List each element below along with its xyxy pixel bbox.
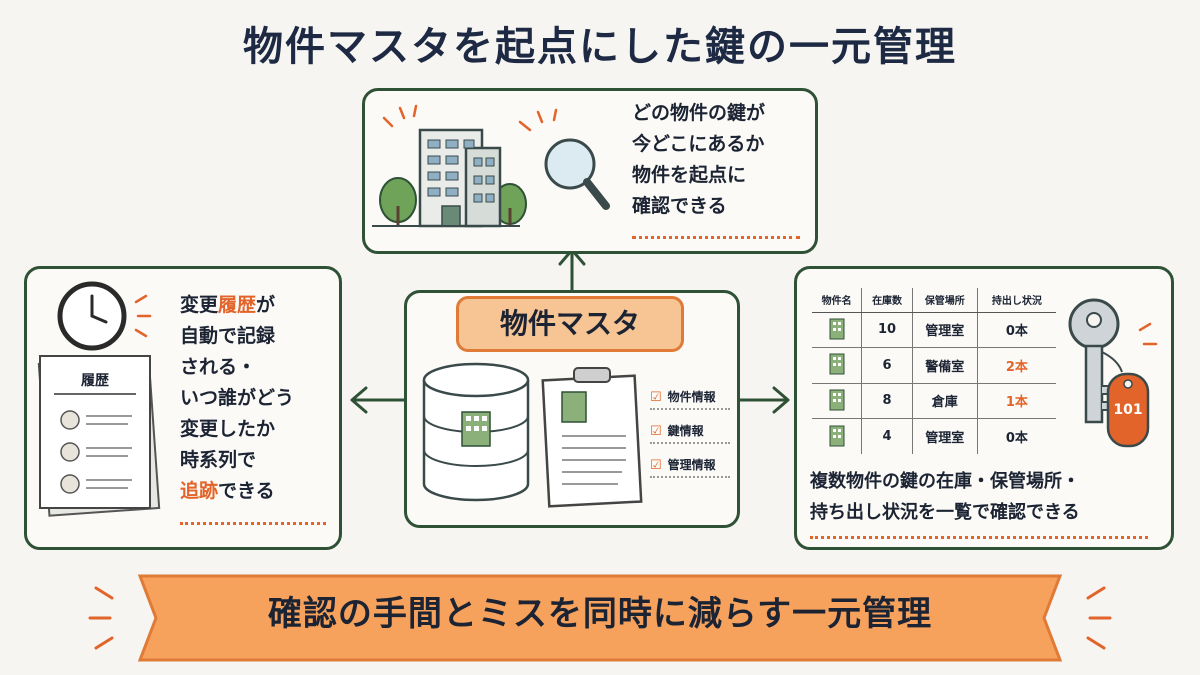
left-line-3: される・ bbox=[180, 356, 257, 378]
checkout-cell: 0本 bbox=[1005, 431, 1028, 446]
header-stock: 在庫数 bbox=[861, 288, 913, 313]
checkbox-icon: ☑ bbox=[650, 424, 662, 439]
arrow-left bbox=[350, 386, 410, 414]
header-location: 保管場所 bbox=[912, 288, 978, 313]
tree-icon bbox=[379, 177, 527, 226]
table-row: 8 倉庫 1本 bbox=[812, 383, 1056, 419]
left-line-1: 変更履歴が bbox=[180, 294, 276, 316]
left-underline bbox=[180, 522, 326, 525]
location-cell: 管理室 bbox=[912, 312, 978, 348]
building-icon bbox=[812, 418, 863, 454]
stock-cell: 4 bbox=[861, 418, 913, 454]
left-line-4: いつ誰がどう bbox=[180, 387, 295, 409]
check-line bbox=[650, 442, 730, 444]
checkbox-icon: ☑ bbox=[650, 458, 662, 473]
header-property: 物件名 bbox=[812, 288, 863, 313]
stock-cell: 8 bbox=[861, 383, 913, 419]
left-line-2: 自動で記録 bbox=[180, 325, 276, 347]
table-row: 6 警備室 2本 bbox=[812, 347, 1056, 384]
inventory-table: 物件名 在庫数 保管場所 持出し状況 10 管理室 0本 6 警備室 2本 8 … bbox=[812, 288, 1056, 454]
document-icon bbox=[37, 355, 161, 517]
master-title: 物件マスタ bbox=[456, 296, 684, 352]
location-cell: 管理室 bbox=[912, 418, 978, 454]
checkout-cell: 1本 bbox=[977, 383, 1056, 419]
left-line-5: 変更したか bbox=[180, 418, 276, 440]
location-cell: 警備室 bbox=[912, 347, 978, 384]
banner-text: 確認の手間とミスを同時に減らす一元管理 bbox=[267, 594, 933, 634]
check-key-info: ☑鍵情報 bbox=[650, 424, 704, 439]
top-line-2: 今どこにあるか bbox=[632, 133, 765, 155]
key-tag-label: 101 bbox=[1113, 402, 1143, 418]
database-icon bbox=[422, 362, 530, 502]
building-icon bbox=[812, 312, 863, 348]
building-icon bbox=[418, 128, 502, 228]
key-illustration bbox=[1068, 298, 1158, 448]
stock-cell: 10 bbox=[861, 312, 913, 348]
magnifier-icon bbox=[544, 138, 610, 210]
table-row: 4 管理室 0本 bbox=[812, 418, 1056, 454]
table-header-row: 物件名 在庫数 保管場所 持出し状況 bbox=[812, 288, 1056, 313]
document-title: 履歴 bbox=[81, 373, 109, 389]
checkout-cell: 0本 bbox=[977, 312, 1056, 348]
check-line bbox=[650, 408, 730, 410]
arrow-up bbox=[558, 248, 586, 296]
top-line-4: 確認できる bbox=[632, 195, 727, 217]
page-title: 物件マスタを起点にした鍵の一元管理 bbox=[243, 24, 957, 70]
history-illustration bbox=[37, 281, 161, 517]
top-underline bbox=[632, 236, 800, 239]
clipboard-icon bbox=[541, 367, 643, 508]
table-row: 10 管理室 0本 bbox=[812, 312, 1056, 348]
database-clipboard-illustration bbox=[422, 362, 643, 508]
stock-cell: 6 bbox=[861, 347, 913, 384]
check-property-info: ☑物件情報 bbox=[650, 390, 716, 405]
key-tag-icon bbox=[1106, 372, 1150, 448]
checkbox-icon: ☑ bbox=[650, 390, 662, 405]
key-icon bbox=[1068, 298, 1120, 424]
right-caption-2: 持ち出し状況を一覧で確認できる bbox=[810, 502, 1080, 523]
building-icon bbox=[812, 347, 863, 384]
building-icon bbox=[812, 383, 863, 419]
building-search-illustration bbox=[372, 104, 610, 228]
top-line-3: 物件を起点に bbox=[632, 164, 747, 186]
top-line-1: どの物件の鍵が bbox=[632, 102, 766, 124]
header-checkout: 持出し状況 bbox=[977, 288, 1056, 313]
left-line-6: 時系列で bbox=[180, 449, 257, 471]
arrow-right bbox=[738, 386, 790, 414]
left-line-7: 追跡できる bbox=[180, 480, 275, 502]
clock-icon bbox=[57, 281, 127, 351]
right-caption-1: 複数物件の鍵の在庫・保管場所・ bbox=[810, 471, 1080, 492]
check-line bbox=[650, 476, 730, 478]
location-cell: 倉庫 bbox=[912, 383, 978, 419]
checkout-cell: 2本 bbox=[977, 347, 1056, 384]
bottom-banner bbox=[88, 574, 1112, 662]
check-management-info: ☑管理情報 bbox=[650, 458, 716, 473]
right-underline bbox=[810, 536, 1148, 539]
